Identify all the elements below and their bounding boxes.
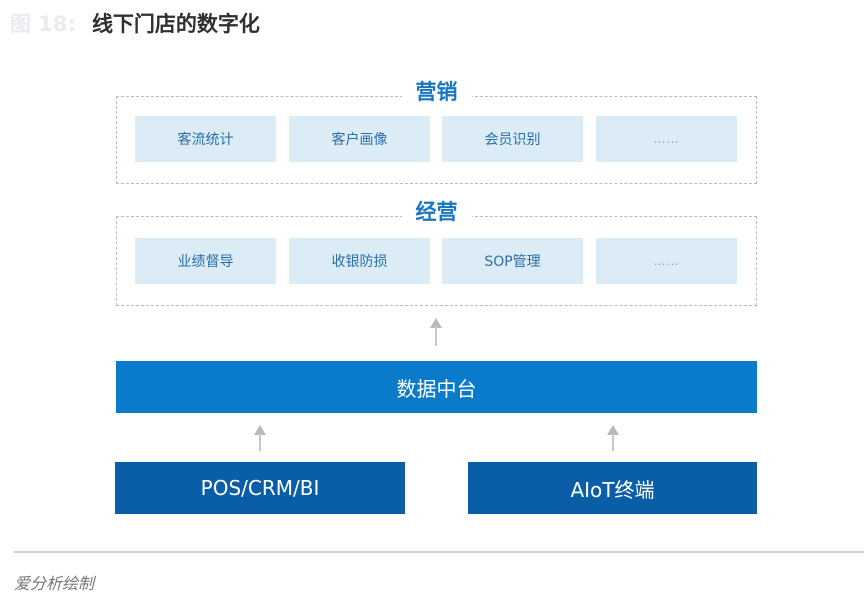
- arrow-shaft: [612, 433, 614, 451]
- section-title-marketing: 营销: [401, 77, 472, 107]
- section-operations: 经营 业绩督导 收银防损 SOP管理 ……: [116, 197, 757, 306]
- arrow-up-icon: [430, 318, 442, 346]
- figure-title: 图 18: 线下门店的数字化: [10, 8, 260, 38]
- cell-performance-supervision: 业绩督导: [135, 238, 276, 284]
- source-label: AIoT终端: [570, 477, 655, 502]
- arrow-head: [254, 425, 266, 435]
- cell-member-recognition: 会员识别: [442, 116, 583, 162]
- footer-divider: [14, 551, 864, 553]
- arrow-shaft: [259, 433, 261, 451]
- arrow-up-icon: [607, 425, 619, 451]
- section-title-operations: 经营: [401, 197, 472, 227]
- data-platform-box: 数据中台: [116, 361, 757, 413]
- cell-customer-profile: 客户画像: [289, 116, 430, 162]
- arrow-head: [430, 318, 442, 328]
- arrow-head: [607, 425, 619, 435]
- figure-label: 图 18:: [10, 12, 76, 36]
- figure-title-text: 线下门店的数字化: [91, 12, 260, 36]
- cell-loss-prevention: 收银防损: [289, 238, 430, 284]
- cell-sop-management: SOP管理: [442, 238, 583, 284]
- source-box-aiot: AIoT终端: [468, 462, 757, 514]
- source-note: 爱分析绘制: [14, 574, 95, 593]
- source-box-pos-crm-bi: POS/CRM/BI: [115, 462, 405, 514]
- cell-more-marketing: ……: [596, 116, 737, 162]
- arrow-shaft: [435, 326, 437, 346]
- cell-customer-flow-stats: 客流统计: [135, 116, 276, 162]
- data-platform-label: 数据中台: [396, 376, 477, 401]
- cell-more-operations: ……: [596, 238, 737, 284]
- arrow-up-icon: [254, 425, 266, 451]
- section-marketing: 营销 客流统计 客户画像 会员识别 ……: [116, 77, 757, 184]
- source-label: POS/CRM/BI: [200, 476, 320, 500]
